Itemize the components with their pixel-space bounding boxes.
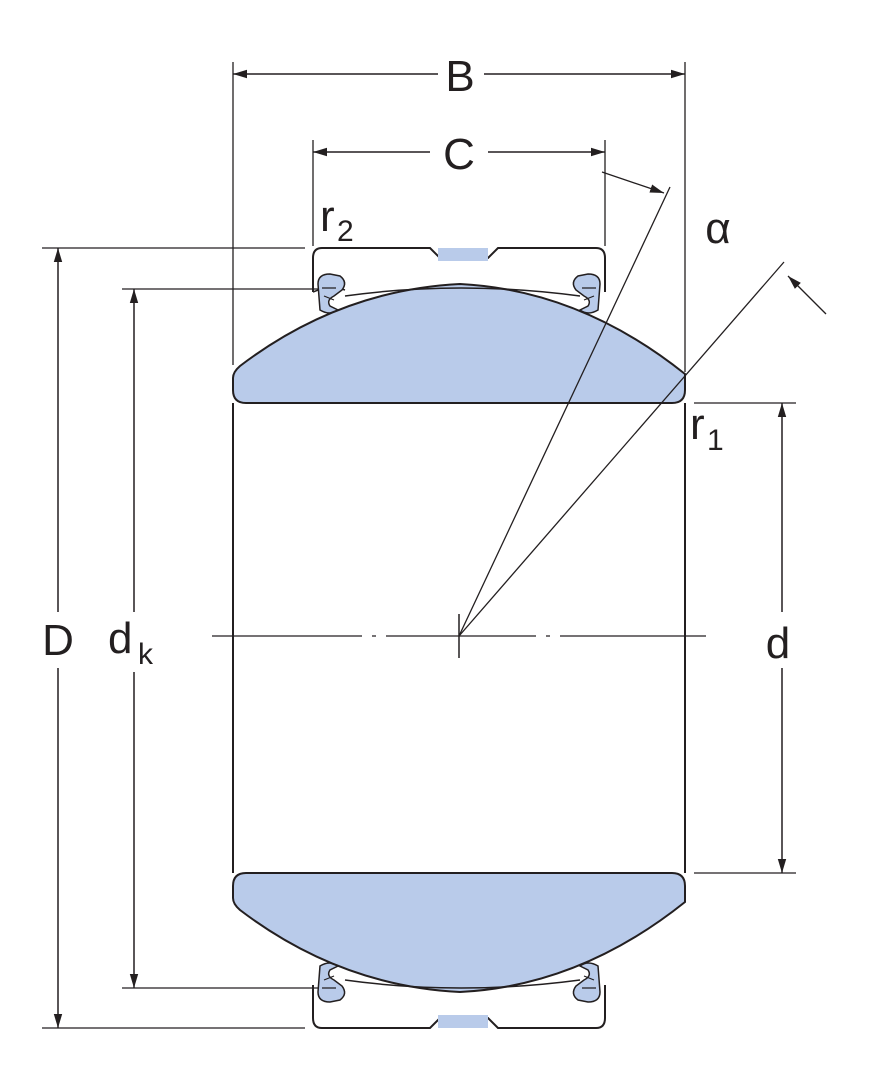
- lubrication-groove-bottom: [438, 1015, 488, 1028]
- label-D: D: [42, 616, 74, 665]
- label-dk-sub: k: [138, 638, 154, 671]
- label-C: C: [443, 130, 475, 179]
- seal-top-left: [317, 273, 346, 314]
- label-dk: d k: [108, 614, 154, 671]
- label-r2-sub: 2: [337, 215, 354, 248]
- seal-bottom-left: [317, 962, 346, 1003]
- tilt-line-1: [458, 186, 671, 637]
- alpha-arrow-2: [787, 275, 827, 315]
- label-dk-main: d: [108, 614, 132, 663]
- label-r2: r 2: [320, 192, 354, 248]
- seal-top-right: [572, 273, 601, 314]
- seal-bottom-right: [572, 962, 601, 1003]
- sliding-surface-bottom: [344, 979, 581, 989]
- alpha-arrow-1: [601, 171, 665, 194]
- label-alpha: α: [705, 204, 730, 253]
- label-B: B: [445, 52, 474, 101]
- label-r1: r 1: [690, 400, 724, 457]
- label-r2-main: r: [320, 192, 335, 241]
- sliding-surface-top: [344, 287, 581, 297]
- label-r1-sub: 1: [707, 424, 724, 457]
- label-r1-main: r: [690, 400, 705, 449]
- outer-ring-bottom: [312, 985, 606, 1029]
- inner-ring-top: [232, 282, 686, 404]
- lubrication-groove-top: [438, 248, 488, 261]
- inner-ring-bottom: [232, 872, 686, 994]
- tilt-line-2: [458, 261, 785, 637]
- label-d: d: [766, 619, 790, 668]
